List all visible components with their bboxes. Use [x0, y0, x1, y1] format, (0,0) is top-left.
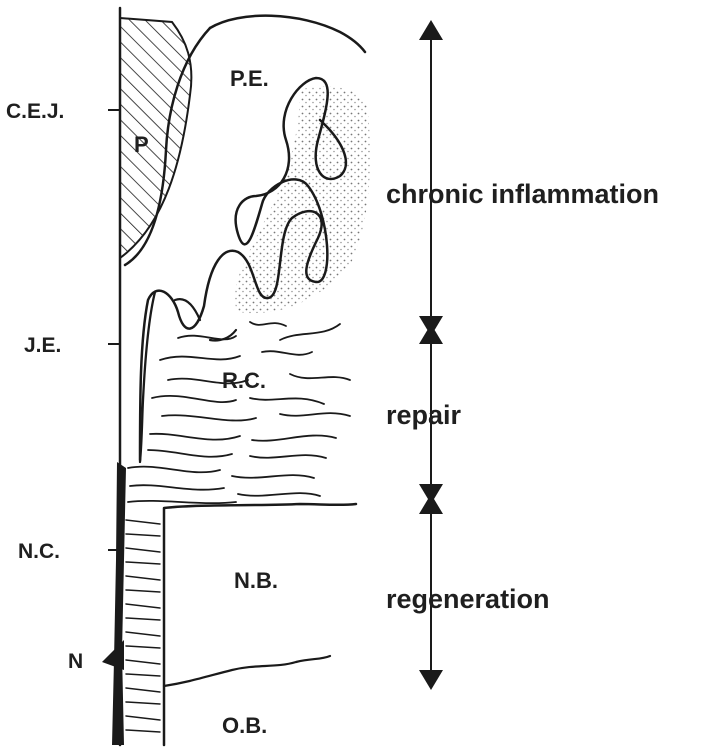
new-bone-label: N.B. [234, 568, 278, 593]
nc-label: N.C. [18, 540, 60, 563]
inner-epithelium-line [175, 299, 236, 340]
new-cementum-fibers [126, 520, 160, 732]
zone-label-chronic-inflammation: chronic inflammation [386, 179, 659, 209]
notch-marker [102, 640, 124, 670]
n-label: N [68, 650, 83, 673]
bone-crest-line [164, 504, 356, 745]
junctional-epithelium-edge [140, 292, 155, 462]
plaque-label: P [134, 132, 149, 157]
pocket-epithelium-outline [210, 16, 365, 52]
reparative-connective-label: R.C. [222, 368, 266, 393]
pocket-epithelium-label: P.E. [230, 66, 269, 91]
zone-label-repair: repair [386, 400, 462, 430]
zone-label-regeneration: regeneration [386, 584, 550, 614]
je-label: J.E. [24, 334, 61, 357]
old-bone-label: O.B. [222, 713, 267, 738]
reparative-fibers [128, 322, 350, 503]
cej-label: C.E.J. [6, 100, 64, 123]
new-cementum-layer [112, 462, 126, 745]
old-bone-boundary [164, 656, 330, 686]
